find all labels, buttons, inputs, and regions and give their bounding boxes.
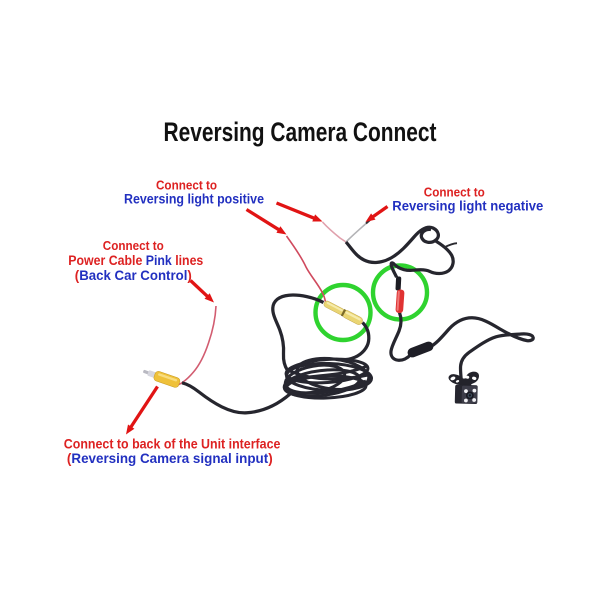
svg-text:Connect to back of the Unit in: Connect to back of the Unit interface (64, 436, 281, 451)
svg-text:(Back Car Control): (Back Car Control) (75, 268, 192, 283)
svg-text:(Reversing Camera signal input: (Reversing Camera signal input) (67, 450, 273, 466)
svg-text:Power Cable Pink lines: Power Cable Pink lines (68, 253, 203, 268)
svg-text:Connect to: Connect to (156, 177, 217, 192)
svg-text:Reversing light positive: Reversing light positive (124, 192, 264, 207)
svg-text:Reversing light negative: Reversing light negative (392, 199, 543, 214)
svg-text:Reversing Camera Connect: Reversing Camera Connect (164, 117, 437, 147)
svg-text:Connect to: Connect to (424, 184, 485, 199)
svg-text:Connect to: Connect to (103, 238, 164, 253)
